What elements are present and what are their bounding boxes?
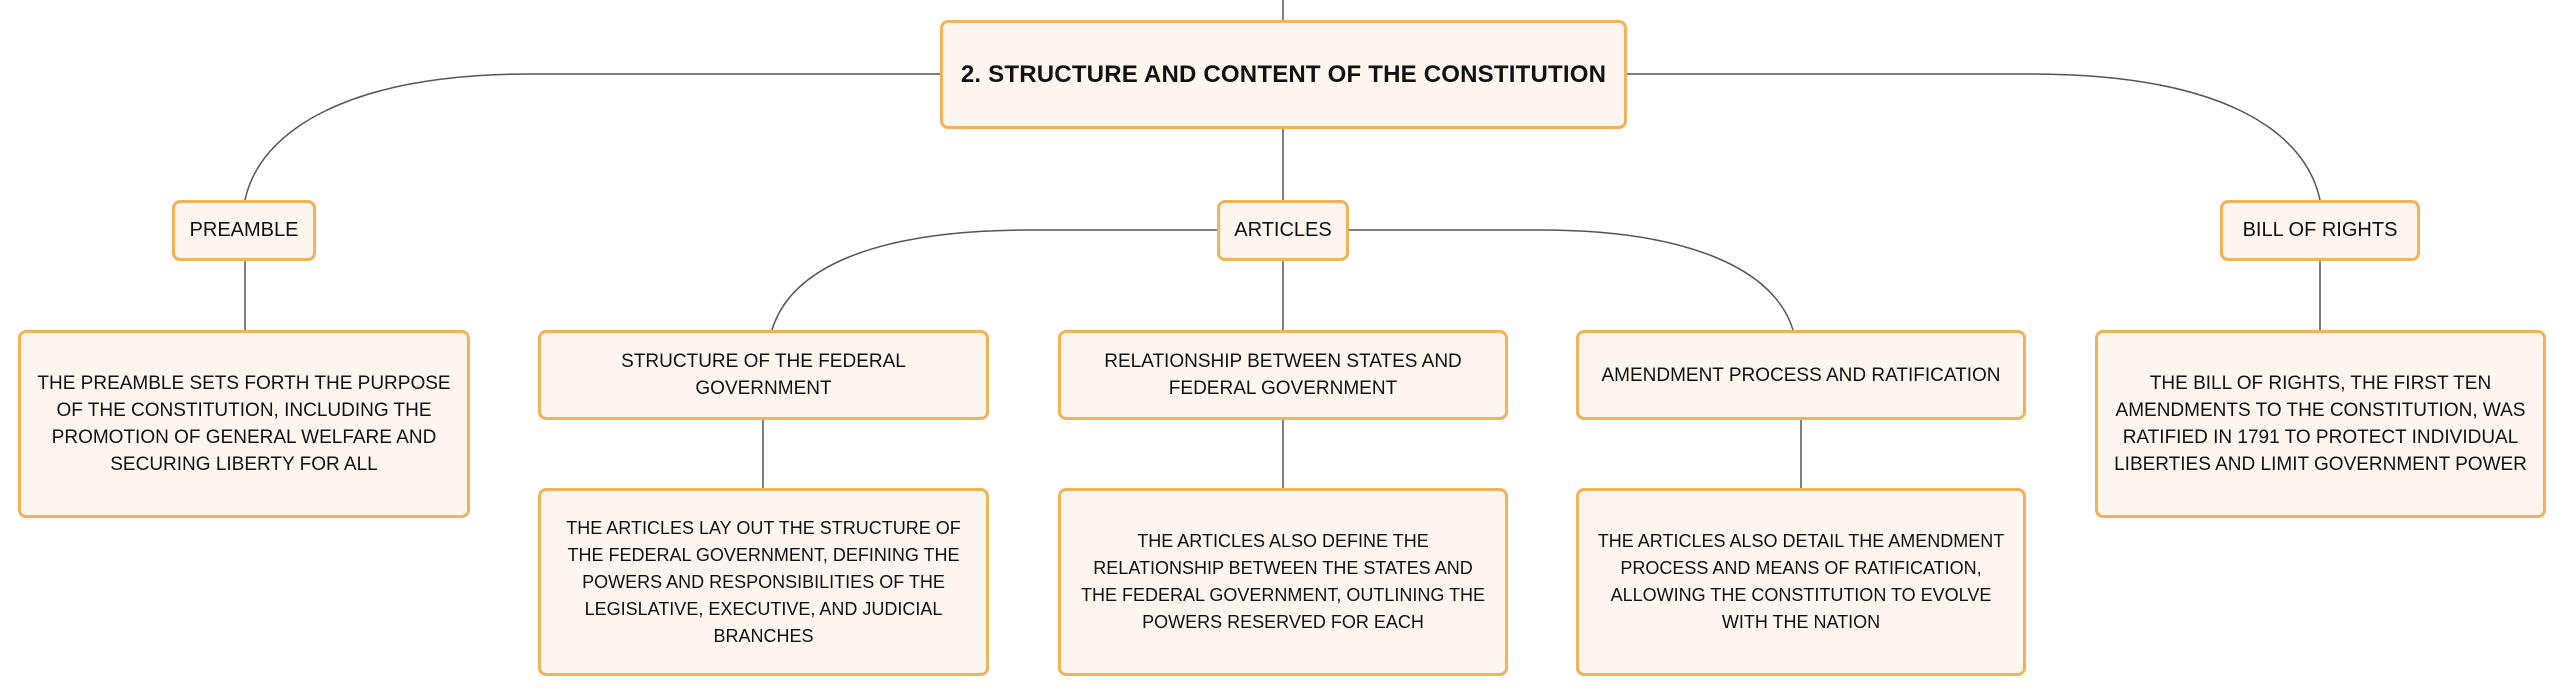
connector-articles-structure xyxy=(771,229,1217,331)
bill-of-rights-detail-text: THE BILL OF RIGHTS, THE FIRST TEN AMENDM… xyxy=(2114,373,2527,475)
connector-root-bill-of-rights xyxy=(1627,73,2321,201)
articles-child-structure[interactable]: STRUCTURE OF THE FEDERAL GOVERNMENT xyxy=(538,330,989,420)
preamble-detail-node[interactable]: THE PREAMBLE SETS FORTH THE PURPOSE OF T… xyxy=(18,330,470,518)
amendment-title: AMENDMENT PROCESS AND RATIFICATION xyxy=(1601,364,2001,386)
articles-child-amendment[interactable]: AMENDMENT PROCESS AND RATIFICATION xyxy=(1576,330,2026,420)
articles-title: ARTICLES xyxy=(1234,219,1332,241)
preamble-detail-text: THE PREAMBLE SETS FORTH THE PURPOSE OF T… xyxy=(37,373,451,475)
relationship-detail-node[interactable]: THE ARTICLES ALSO DEFINE THE RELATIONSHI… xyxy=(1058,488,1508,676)
structure-detail-node[interactable]: THE ARTICLES LAY OUT THE STRUCTURE OF TH… xyxy=(538,488,989,676)
relationship-detail-text: THE ARTICLES ALSO DEFINE THE RELATIONSHI… xyxy=(1080,531,1486,632)
bill-of-rights-detail-node[interactable]: THE BILL OF RIGHTS, THE FIRST TEN AMENDM… xyxy=(2095,330,2546,518)
root-title: 2. STRUCTURE AND CONTENT OF THE CONSTITU… xyxy=(960,60,1607,88)
articles-node[interactable]: ARTICLES xyxy=(1217,200,1349,261)
structure-detail-text: THE ARTICLES LAY OUT THE STRUCTURE OF TH… xyxy=(566,517,961,646)
relationship-title: RELATIONSHIP BETWEEN STATES AND FEDERAL … xyxy=(1104,351,1462,399)
articles-child-relationship[interactable]: RELATIONSHIP BETWEEN STATES AND FEDERAL … xyxy=(1058,330,1508,420)
connector-articles-amendment xyxy=(1349,229,1794,331)
bill-of-rights-title: BILL OF RIGHTS xyxy=(2242,219,2398,241)
connector-root-preamble xyxy=(244,73,940,201)
preamble-title: PREAMBLE xyxy=(189,219,299,241)
structure-title: STRUCTURE OF THE FEDERAL GOVERNMENT xyxy=(621,351,906,399)
bill-of-rights-node[interactable]: BILL OF RIGHTS xyxy=(2220,200,2420,261)
root-node[interactable]: 2. STRUCTURE AND CONTENT OF THE CONSTITU… xyxy=(940,20,1627,129)
amendment-detail-node[interactable]: THE ARTICLES ALSO DETAIL THE AMENDMENT P… xyxy=(1576,488,2026,676)
preamble-node[interactable]: PREAMBLE xyxy=(172,200,316,261)
amendment-detail-text: THE ARTICLES ALSO DETAIL THE AMENDMENT P… xyxy=(1597,531,2005,632)
